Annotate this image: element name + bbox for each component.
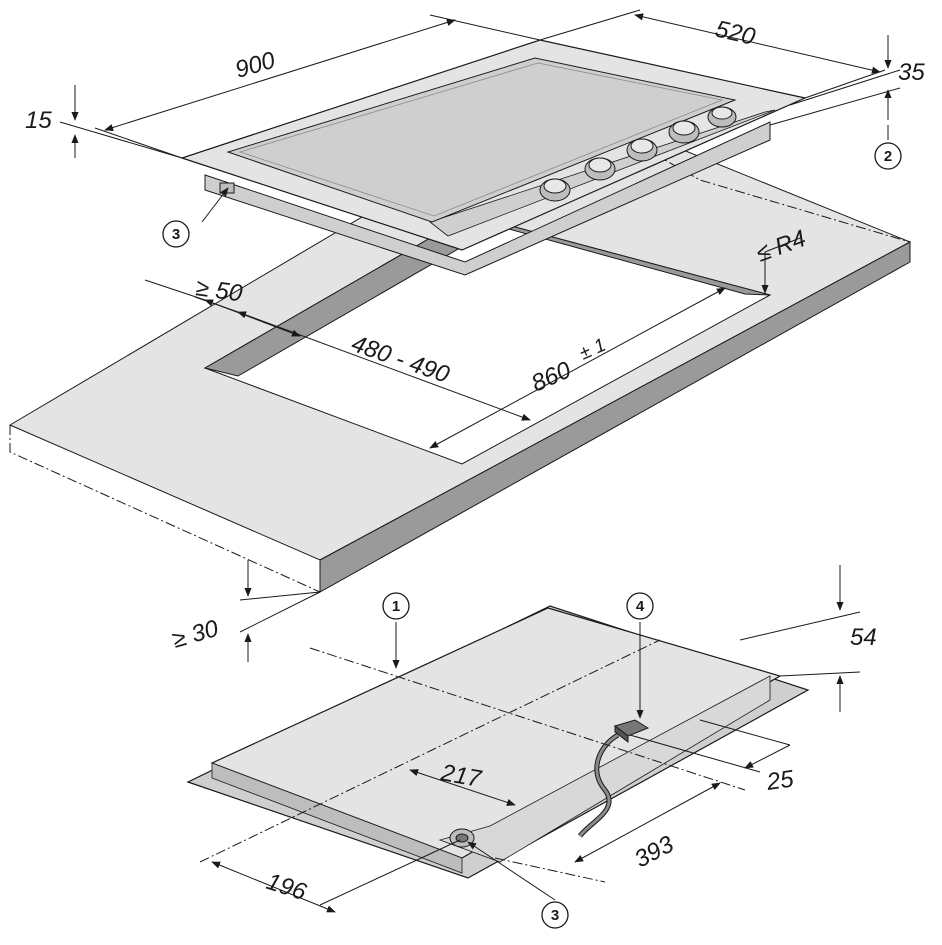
hob-body-side <box>204 121 771 276</box>
knob-4 <box>668 120 700 144</box>
knob-5 <box>707 106 737 128</box>
gas-connector <box>449 828 475 848</box>
dim-worktop-thickness: ≥ 30 <box>169 615 222 654</box>
dim-900: 900 <box>232 47 279 84</box>
underside-body-edge <box>211 762 463 874</box>
callout-3-top: 3 <box>162 220 190 248</box>
dim-rear-gap: ≥ 50 <box>194 274 244 307</box>
hob-bottom <box>186 605 810 879</box>
callout-1: 1 <box>382 592 410 620</box>
underside-raised-panel <box>438 675 771 863</box>
dim-bottom-height: 54 <box>850 624 877 651</box>
knob-1 <box>539 178 571 202</box>
knob-2 <box>584 157 616 181</box>
knob-3 <box>626 138 658 162</box>
svg-text:3: 3 <box>551 907 559 924</box>
side-connector <box>219 182 235 194</box>
dim-35: 35 <box>898 59 925 86</box>
svg-text:4: 4 <box>636 598 645 615</box>
svg-text:3: 3 <box>172 226 180 243</box>
dim-cable-offset: 25 <box>764 765 796 796</box>
svg-text:1: 1 <box>392 598 400 615</box>
dim-15: 15 <box>25 107 52 134</box>
dim-connector-offset: 196 <box>263 868 310 906</box>
dim-520: 520 <box>713 16 759 51</box>
svg-text:2: 2 <box>884 148 892 165</box>
dimension-lines <box>59 9 901 913</box>
dim-cable-distance: 393 <box>630 830 679 873</box>
hob-top <box>180 39 807 276</box>
callouts: 1 2 3 3 4 <box>162 142 902 929</box>
callout-4: 4 <box>626 592 654 620</box>
callout-3-bottom: 3 <box>541 901 569 929</box>
callout-2: 2 <box>874 142 902 170</box>
